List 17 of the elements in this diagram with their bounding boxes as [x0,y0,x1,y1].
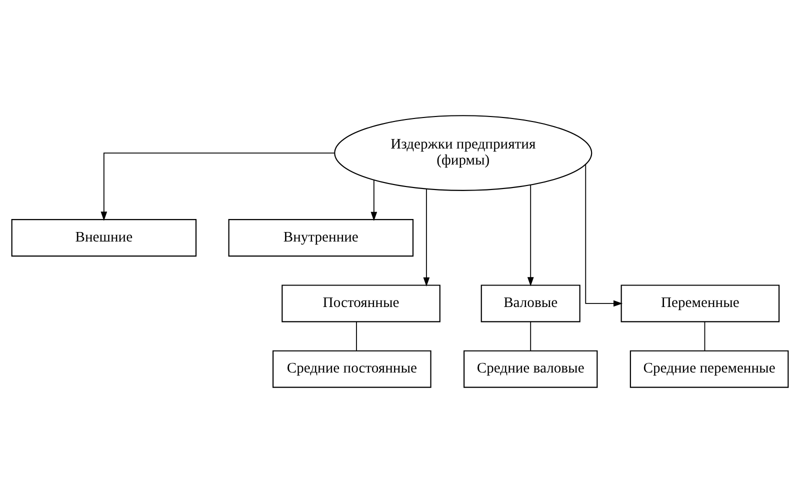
node-box: Постоянные [282,284,440,322]
arrow [370,179,378,220]
arrow [100,152,336,220]
arrow [423,188,430,286]
node-box: Внутренние [228,218,414,256]
node-box: Средние постоянные [272,350,432,388]
arrow [527,184,534,286]
node-ellipse: Издержки предприятия (фирмы) [334,114,592,190]
connector [704,320,706,351]
node-box: Средние переменные [630,350,789,388]
connector [530,320,532,351]
node-box: Переменные [620,284,780,322]
node-box: Валовые [480,284,580,322]
arrow [585,163,623,306]
node-box: Внешние [11,218,197,256]
node-box: Средние валовые [464,350,598,388]
connector [356,320,357,351]
